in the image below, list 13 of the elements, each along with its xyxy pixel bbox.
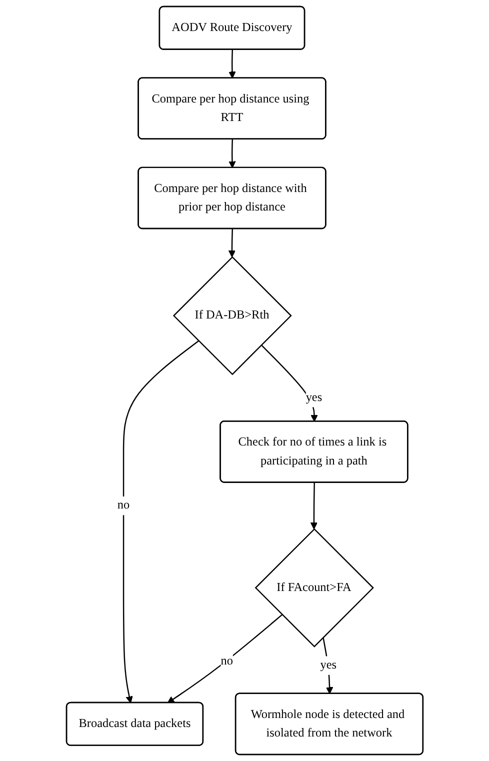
arrow <box>310 482 318 530</box>
arrow <box>228 50 236 79</box>
edge-label: yes <box>306 390 322 404</box>
arrow <box>228 139 236 168</box>
arrow <box>122 340 199 704</box>
arrow <box>228 228 236 258</box>
edge-label: yes <box>320 658 336 672</box>
arrow <box>260 344 318 422</box>
edge-label: no <box>220 654 233 668</box>
edge-label: no <box>117 498 130 512</box>
node-diamond: If FAcount>FA <box>254 528 374 648</box>
node-diamond: If DA-DB>Rth <box>172 256 292 376</box>
arrow <box>167 614 282 704</box>
